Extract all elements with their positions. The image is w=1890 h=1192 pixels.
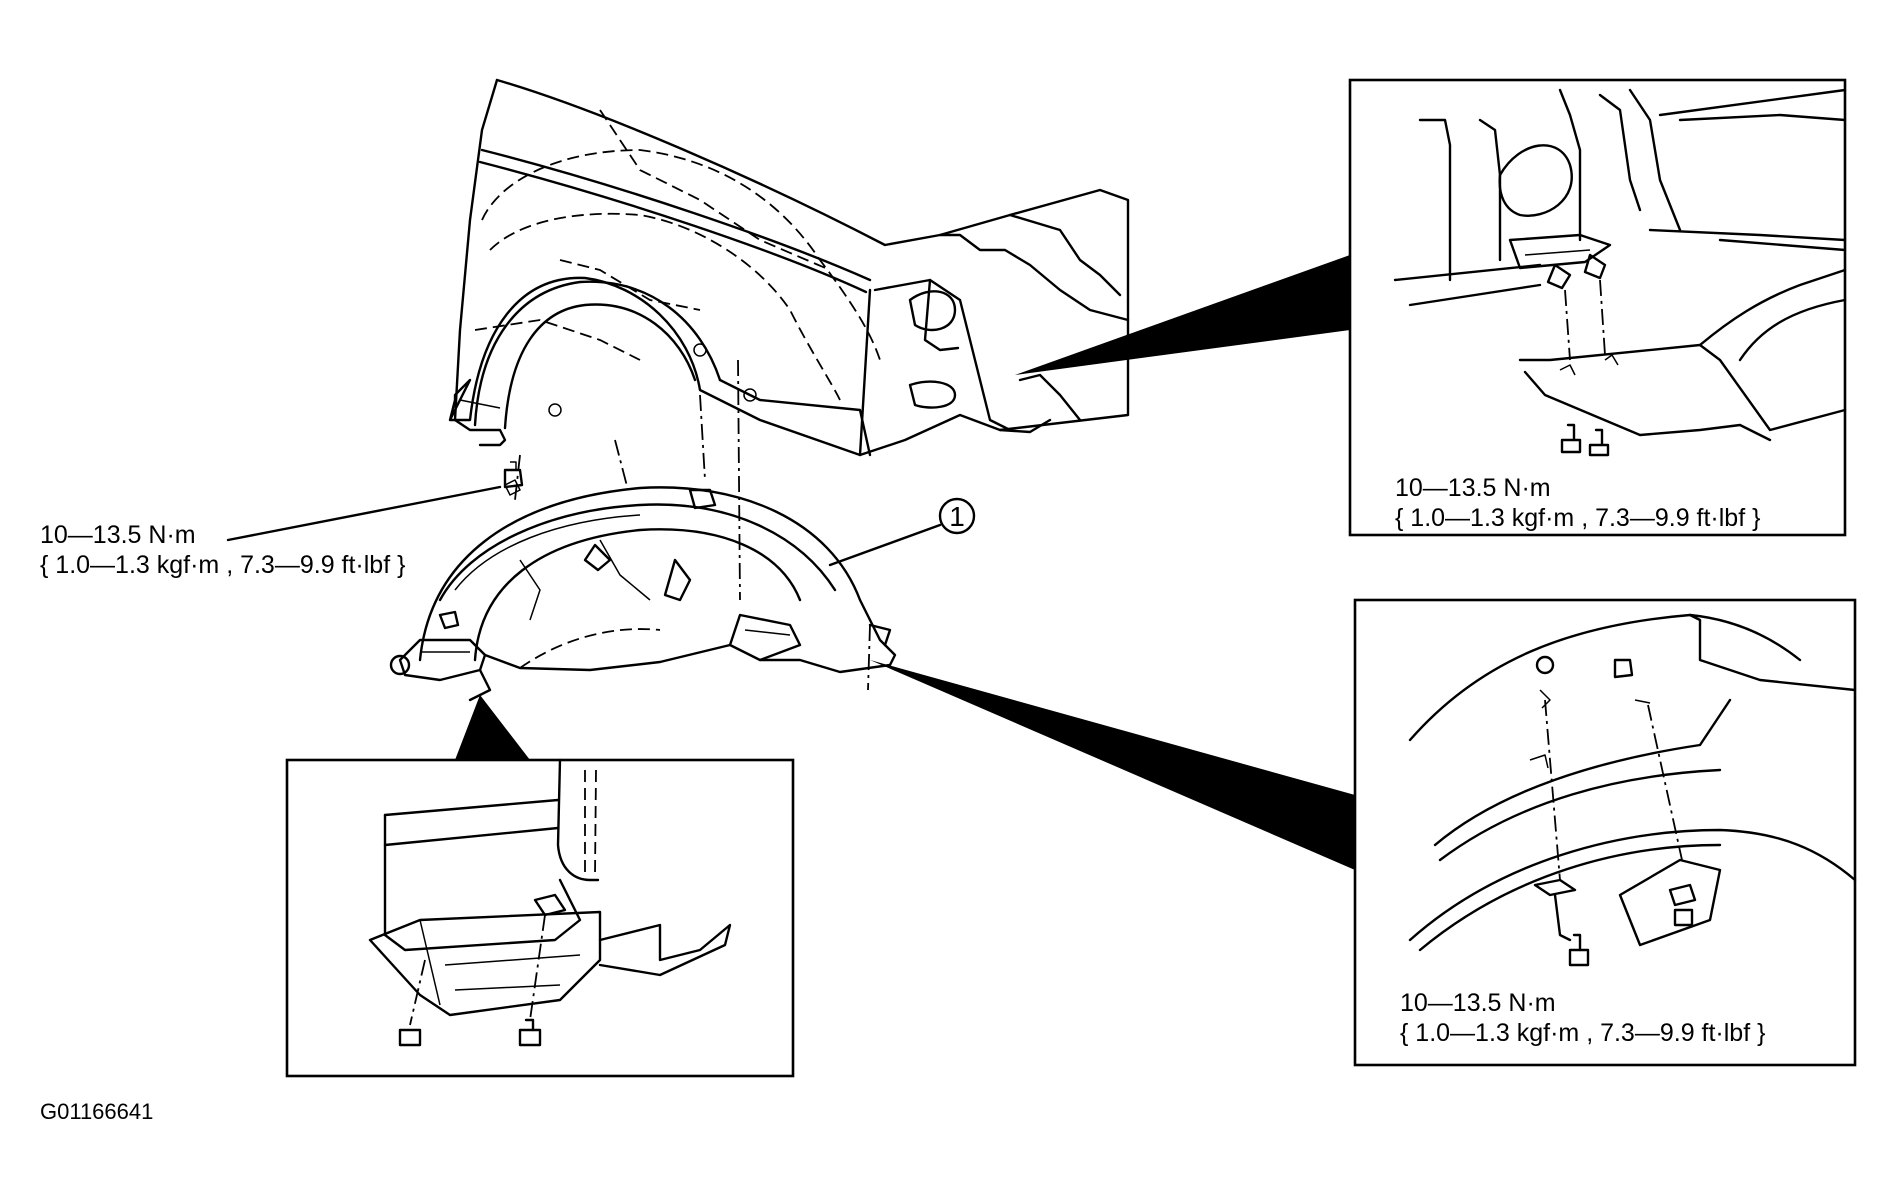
main-bolt xyxy=(503,461,524,489)
bottom-right-torque-nm: 10—13.5 N·m xyxy=(1400,989,1556,1017)
top-right-torque-kgf-ftlbf: { 1.0—1.3 kgf·m , 7.3—9.9 ft·lbf } xyxy=(1395,504,1761,532)
bottom-right-torque-label: 10—13.5 N·m { 1.0—1.3 kgf·m , 7.3—9.9 ft… xyxy=(1400,988,1765,1048)
detail-box-bottom-left xyxy=(285,758,795,1078)
top-right-torque-nm: 10—13.5 N·m xyxy=(1395,474,1551,502)
detail-box-bottom-right xyxy=(1353,598,1857,1067)
main-torque-kgf-ftlbf: { 1.0—1.3 kgf·m , 7.3—9.9 ft·lbf } xyxy=(40,551,406,579)
main-torque-leader xyxy=(226,485,502,542)
detail-box-top-right xyxy=(1348,78,1847,537)
mudguard-splash-shield xyxy=(389,486,897,702)
pointer-wedge-top-right xyxy=(1015,255,1350,375)
pointer-wedge-bottom-left xyxy=(455,695,530,760)
main-torque-nm: 10—13.5 N·m xyxy=(40,521,196,549)
figure-id: G01166641 xyxy=(40,1099,154,1124)
installation-lines xyxy=(514,359,871,691)
pointer-wedge-bottom-right xyxy=(870,660,1355,870)
callout-number: 1 xyxy=(949,501,965,532)
front-fender xyxy=(448,78,1130,496)
main-torque-label: 10—13.5 N·m { 1.0—1.3 kgf·m , 7.3—9.9 ft… xyxy=(40,520,405,580)
callout-1: 1 xyxy=(828,497,976,567)
bottom-right-torque-kgf-ftlbf: { 1.0—1.3 kgf·m , 7.3—9.9 ft·lbf } xyxy=(1400,1019,1766,1047)
top-right-torque-label: 10—13.5 N·m { 1.0—1.3 kgf·m , 7.3—9.9 ft… xyxy=(1395,473,1760,533)
